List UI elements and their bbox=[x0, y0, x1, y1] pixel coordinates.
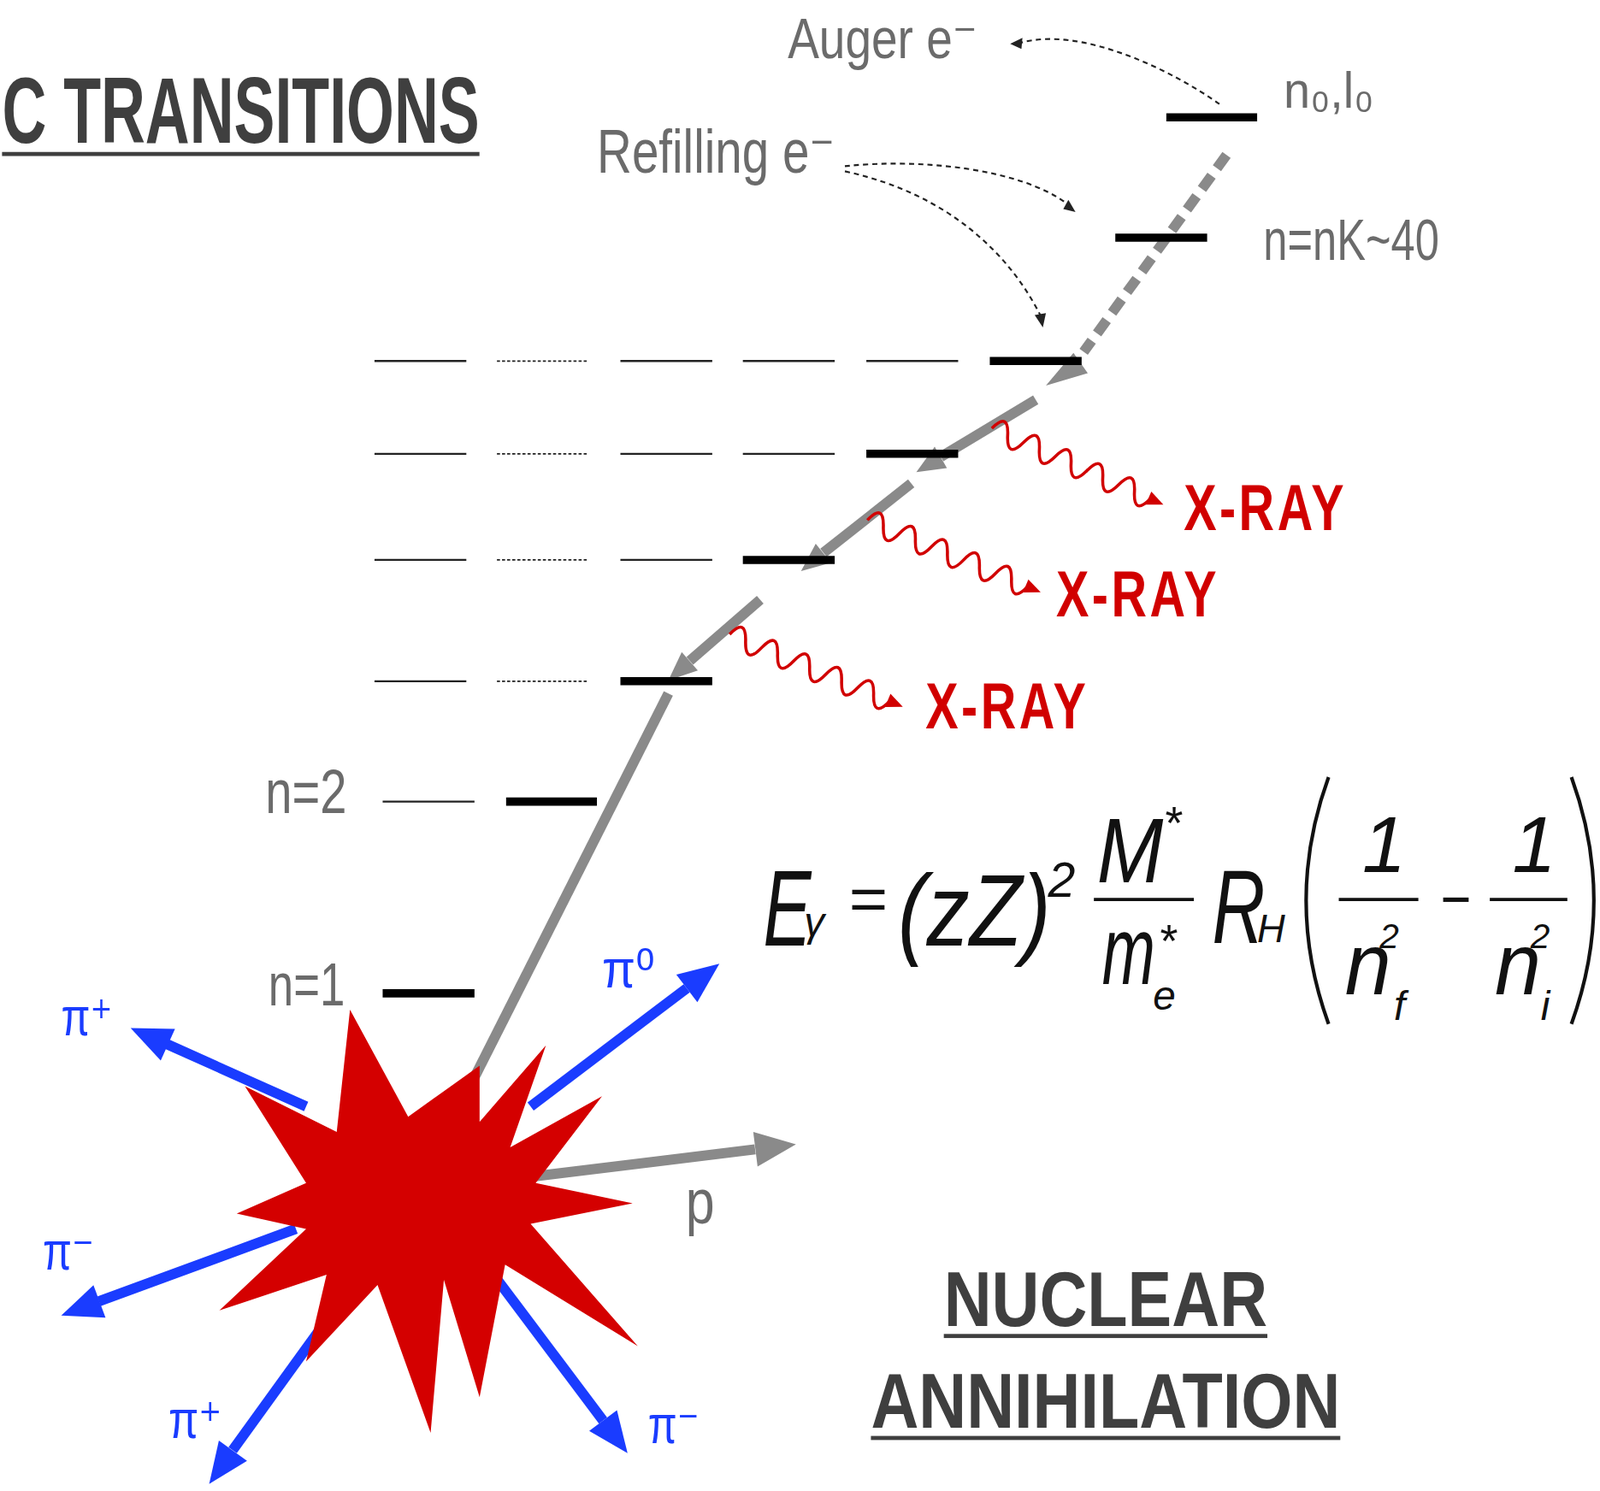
process-label: Refilling e⁻ bbox=[596, 121, 835, 184]
section-heading: NUCLEAR ANNIHILATION bbox=[870, 1248, 1341, 1453]
formula-subscript: H bbox=[1257, 909, 1286, 949]
formula-symbol: = bbox=[849, 869, 888, 932]
formula-superscript: 2 bbox=[1530, 919, 1551, 955]
section-heading: C TRANSITIONS bbox=[1, 64, 479, 158]
pion-arrows bbox=[61, 963, 721, 1484]
level-label: n=nK~40 bbox=[1263, 210, 1440, 270]
xray-label: X-RAY bbox=[925, 673, 1089, 739]
formula-subscript: f bbox=[1393, 985, 1406, 1027]
electron-arrows bbox=[844, 39, 1220, 317]
formula-symbol: M bbox=[1097, 804, 1164, 897]
sublevel-dots bbox=[496, 360, 589, 682]
level-label: n=2 bbox=[265, 761, 347, 824]
particle-label: π⁰ bbox=[602, 942, 656, 996]
electron-arrowheads bbox=[1009, 37, 1075, 328]
formula-symbol: (zZ) bbox=[897, 859, 1051, 962]
level-label: n₀,l₀ bbox=[1283, 64, 1374, 117]
particle-label: π⁻ bbox=[648, 1398, 700, 1452]
particle-label: p bbox=[685, 1170, 715, 1234]
process-label: Auger e⁻ bbox=[787, 9, 978, 67]
formula-subscript: γ bbox=[803, 902, 825, 944]
formula-symbol: E bbox=[763, 855, 812, 963]
formula-symbol: − bbox=[1440, 869, 1472, 932]
xray-label: X-RAY bbox=[1183, 476, 1347, 541]
formula-superscript: 2 bbox=[1047, 856, 1075, 905]
formula-superscript: 2 bbox=[1379, 919, 1400, 955]
level-label: n=1 bbox=[268, 956, 346, 1016]
formula-subscript: i bbox=[1540, 985, 1551, 1027]
particle-label: π⁻ bbox=[42, 1225, 95, 1279]
formula-symbol: 1 bbox=[1362, 805, 1406, 885]
formula-symbol: m bbox=[1102, 902, 1156, 999]
particle-label: π⁺ bbox=[61, 990, 113, 1044]
xray-label: X-RAY bbox=[1056, 561, 1220, 626]
formula-strokes bbox=[1093, 777, 1595, 1025]
formula-subscript: e bbox=[1152, 975, 1176, 1017]
energy-levels bbox=[382, 117, 1258, 994]
sublevel-lines bbox=[374, 360, 959, 802]
formula-symbol: 1 bbox=[1511, 805, 1556, 885]
cascade-arrows bbox=[455, 154, 1227, 1183]
annihilation-burst bbox=[219, 1009, 638, 1434]
particle-label: π⁺ bbox=[168, 1393, 222, 1447]
formula-superscript: * bbox=[1157, 917, 1176, 964]
formula-superscript: * bbox=[1163, 799, 1181, 846]
